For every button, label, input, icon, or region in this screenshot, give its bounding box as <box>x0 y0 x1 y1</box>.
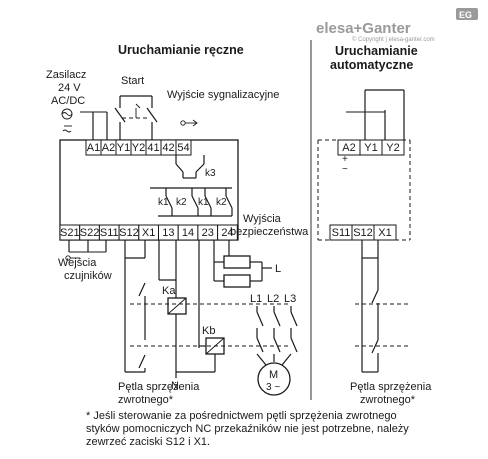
phase-l1: L1 <box>250 293 262 305</box>
line-label: L <box>275 263 281 275</box>
terminal-label: X1 <box>378 227 391 239</box>
supply-label-2: 24 V <box>58 82 81 94</box>
brand-name: elesa+Ganter <box>316 20 411 37</box>
terminal-label: S12 <box>119 227 139 239</box>
sensor-inputs-label-1: Wejścia <box>58 257 97 269</box>
svg-text:+: + <box>342 154 348 165</box>
safety-outputs-label-2: bezpieczeństwa <box>230 226 309 238</box>
terminal-label: S11 <box>332 227 351 239</box>
signal-output-label: Wyjście sygnalizacyjne <box>167 89 279 101</box>
feedback-label-left-1: Pętla sprzężenia <box>118 381 200 393</box>
feedback-label-right-1: Pętla sprzężenia <box>350 381 432 393</box>
auto-title-2: automatyczne <box>330 58 413 72</box>
terminal-label: 13 <box>162 227 174 239</box>
auto-top-terminal-strip: A2 Y1 Y2 <box>337 139 405 156</box>
terminal-label: 42 <box>162 142 174 154</box>
load-resistor-2 <box>223 274 251 288</box>
feedback-loop-right <box>361 240 379 373</box>
k3-label: k3 <box>205 168 216 179</box>
feedback-label-left-2: zwrotnego* <box>118 394 174 406</box>
footnote-line-2: styków pomocniczych NC przekaźników nie … <box>86 423 409 435</box>
terminal-label: Y2 <box>386 142 399 154</box>
contact-label-4: k2 <box>216 197 227 208</box>
relay-ka-label: Ka <box>162 285 176 297</box>
contact-pair-13-14 <box>150 187 200 217</box>
auto-top-wiring <box>346 89 405 140</box>
sensor-inputs-label-2: czujników <box>64 270 112 282</box>
terminal-cell <box>373 224 397 241</box>
terminal-label: S12 <box>353 227 373 239</box>
motor: M 3 ~ <box>257 362 291 396</box>
neutral-label: N <box>171 380 179 392</box>
supply-label-3: AC/DC <box>51 95 85 107</box>
brand-badge: EG <box>459 10 472 20</box>
feedback-label-right-2: zwrotnego* <box>360 394 416 406</box>
safety-outputs-label-1: Wyjścia <box>243 213 282 225</box>
phase-l3: L3 <box>284 293 296 305</box>
footnote-line-3: zewrzeć zaciski S12 i X1. <box>86 436 210 448</box>
terminal-cell <box>381 139 405 156</box>
contact-label-3: k1 <box>198 197 209 208</box>
brand-logo: elesa+Ganter EG © Copyright | elesa-gant… <box>316 8 478 43</box>
signal-output-icon <box>180 119 198 127</box>
terminal-label: A2 <box>102 142 115 154</box>
brand-badge-box <box>456 8 478 20</box>
svg-text:~: ~ <box>342 164 348 175</box>
k3-contact: k3 <box>175 155 216 179</box>
terminal-label: 54 <box>177 142 189 154</box>
terminal-label: 23 <box>202 227 214 239</box>
sensor-leads <box>65 240 107 261</box>
terminal-label: A1 <box>87 142 100 154</box>
feedback-loop-left <box>124 240 146 373</box>
motor-phase-label: 3 ~ <box>266 382 280 393</box>
relay-module <box>59 139 239 241</box>
phase-l2: L2 <box>267 293 279 305</box>
terminal-label: A2 <box>342 142 355 154</box>
brand-copyright: © Copyright | elesa-ganter.com <box>352 36 435 43</box>
terminal-label: S21 <box>60 227 80 239</box>
start-label: Start <box>121 75 144 87</box>
terminal-label: 41 <box>147 142 159 154</box>
terminal-label: S11 <box>100 227 119 239</box>
safety-output-wiring: L <box>158 240 281 348</box>
terminal-cell <box>175 139 192 156</box>
terminal-label: 14 <box>182 227 194 239</box>
footnote-line-1: * Jeśli sterowanie za pośrednictwem pętl… <box>86 410 397 422</box>
terminal-label: Y2 <box>132 142 145 154</box>
terminal-label: Y1 <box>364 142 377 154</box>
terminal-label: 24 <box>221 227 233 239</box>
ac-dc-symbol <box>61 108 73 133</box>
supply-label-1: Zasilacz <box>46 69 86 81</box>
three-phase-lines: L1 L2 L3 <box>250 293 298 366</box>
start-button <box>114 95 158 140</box>
manual-title: Uruchamianie ręczne <box>118 43 244 57</box>
contact-pair-23-24 <box>200 187 233 217</box>
contact-label-1: k1 <box>158 197 169 208</box>
contact-label-2: k2 <box>176 197 187 208</box>
terminal-label: Y1 <box>117 142 130 154</box>
motor-label: M <box>269 369 278 381</box>
terminal-label: S22 <box>80 227 100 239</box>
relay-ka: Ka <box>162 285 187 315</box>
load-resistor-1 <box>223 255 251 269</box>
terminal-label: X1 <box>142 227 155 239</box>
auto-title-1: Uruchamianie <box>335 44 418 58</box>
relay-kb: Kb <box>202 325 225 355</box>
terminal-cell <box>217 224 238 241</box>
relay-kb-label: Kb <box>202 325 215 337</box>
